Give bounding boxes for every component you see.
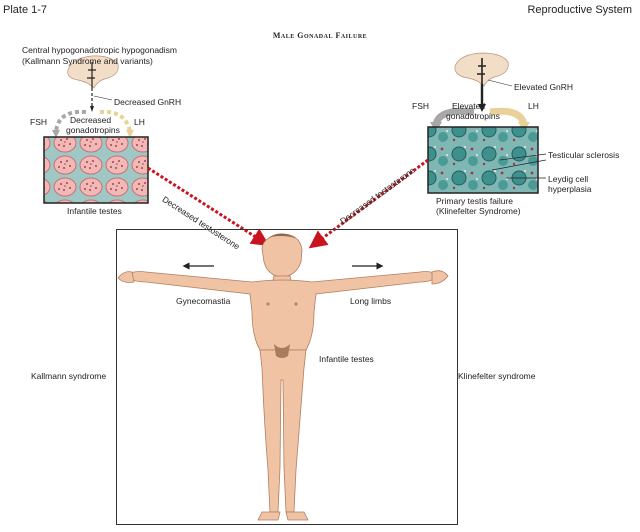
left-fsh-arrow — [54, 109, 87, 133]
left-condition-line2: (Kallmann Syndrome and variants) — [22, 56, 153, 66]
right-leydig-line2: hyperplasia — [548, 184, 592, 194]
gynecomastia-label: Gynecomastia — [176, 296, 231, 306]
plate-number: Plate 1-7 — [3, 4, 48, 16]
infantile-testes-label: Infantile testes — [319, 354, 374, 364]
right-failure-line2: (Klinefelter Syndrome) — [436, 206, 521, 216]
right-leydig-line1: Leydig cell — [548, 174, 589, 184]
right-gonadotropins-line2: gonadotropins — [446, 111, 500, 121]
left-lh-label: LH — [134, 117, 145, 127]
left-testes-caption: Infantile testes — [67, 206, 122, 216]
left-condition-line1: Central hypogonadotropic hypogonadism — [22, 45, 177, 55]
left-pituitary-illustration — [67, 55, 119, 112]
page-title: Male Gonadal Failure — [272, 31, 368, 40]
right-sclerosis-label: Testicular sclerosis — [548, 150, 620, 160]
left-gnrh-label: Decreased GnRH — [114, 97, 182, 107]
right-failure-line1: Primary testis failure — [436, 196, 513, 206]
klinefelter-label: Klinefelter syndrome — [458, 371, 536, 381]
left-lh-arrow — [99, 109, 132, 133]
section-title: Reproductive System — [527, 4, 632, 16]
right-fsh-label: FSH — [412, 101, 429, 111]
figure-frame — [116, 229, 458, 525]
legs — [259, 349, 307, 513]
right-gonadotropins-line1: Elevated — [452, 101, 486, 111]
right-lh-label: LH — [528, 101, 539, 111]
right-gnrh-label: Elevated GnRH — [514, 82, 574, 92]
left-fsh-label: FSH — [30, 117, 47, 127]
human-figure — [117, 233, 449, 521]
right-hand — [431, 270, 449, 285]
left-gonadotropins-line1: Decreased — [70, 115, 112, 125]
left-testosterone-arrow — [147, 166, 270, 246]
right-fsh-arrow — [432, 107, 475, 126]
kallmann-label: Kallmann syndrome — [31, 371, 107, 381]
testicular-sclerosis-histology — [427, 126, 539, 194]
right-pituitary-illustration — [454, 52, 513, 112]
right-lh-arrow — [489, 107, 528, 126]
infantile-testes-histology — [43, 136, 149, 204]
long-limbs-label: Long limbs — [350, 296, 392, 306]
left-hand — [117, 271, 135, 283]
sclerosis-leader-line — [499, 153, 547, 161]
left-gonadotropins-line2: gonadotropins — [66, 125, 120, 135]
